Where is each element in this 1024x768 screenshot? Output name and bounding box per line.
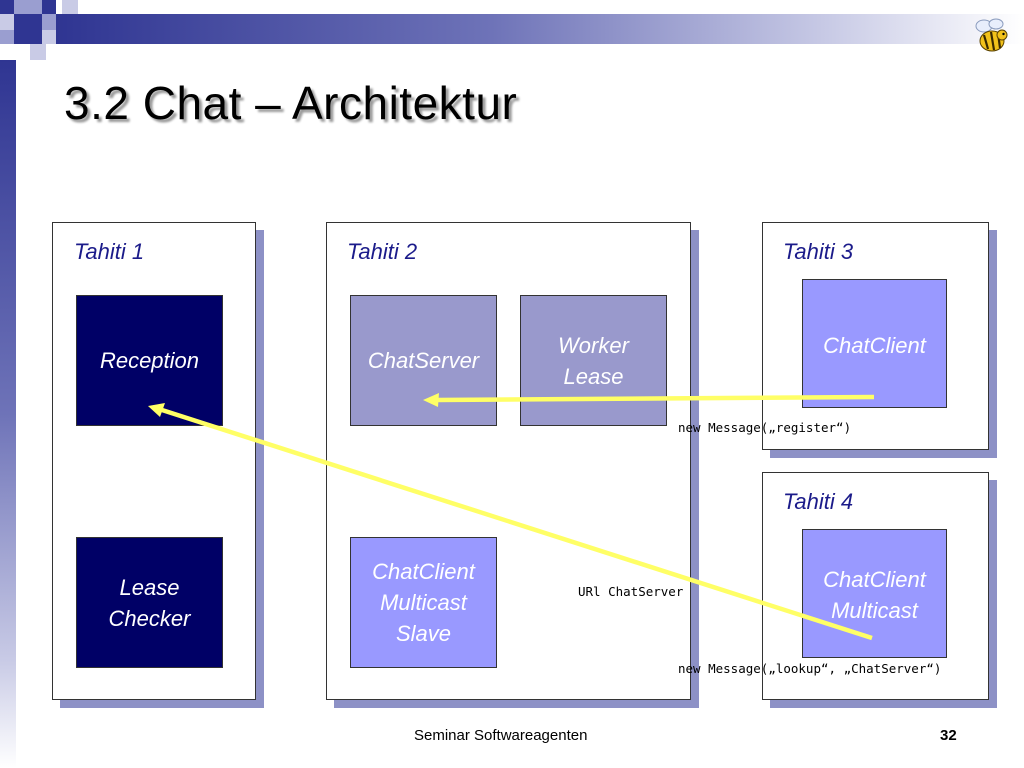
lease-checker-line-2: Checker bbox=[108, 605, 191, 631]
corner-square bbox=[42, 0, 56, 14]
corner-square bbox=[42, 14, 56, 30]
chatclient-multicast-slave-component: ChatClient Multicast Slave bbox=[350, 537, 497, 668]
message-lookup-label: new Message(„lookup“, „ChatServer“) bbox=[678, 661, 942, 676]
chat-server-label: ChatServer bbox=[367, 348, 480, 373]
multicast-slave-line-1: ChatClient bbox=[372, 559, 475, 584]
corner-square bbox=[0, 0, 14, 14]
host-label-tahiti-2: Tahiti 2 bbox=[347, 239, 418, 264]
lease-checker-component: Lease Checker bbox=[76, 537, 223, 668]
chat-client-multicast-line-1: ChatClient bbox=[823, 567, 926, 592]
worker-lease-line-2: Lease bbox=[563, 363, 624, 389]
lookup-arrow bbox=[148, 403, 873, 641]
corner-square bbox=[0, 14, 14, 30]
corner-square bbox=[14, 14, 42, 44]
lease-checker-line-1: Lease bbox=[119, 574, 180, 600]
url-chatserver-label: URl ChatServer bbox=[578, 584, 684, 599]
corner-square bbox=[42, 30, 56, 44]
reception-label: Reception bbox=[99, 348, 200, 373]
reception-component: Reception bbox=[76, 295, 223, 426]
register-arrow bbox=[423, 393, 875, 407]
page-number: 32 bbox=[940, 727, 957, 744]
chat-client-label: ChatClient bbox=[823, 333, 926, 358]
chat-server-component: ChatServer bbox=[350, 295, 497, 426]
corner-square bbox=[30, 44, 46, 60]
message-register-label: new Message(„register“) bbox=[678, 420, 852, 435]
footer-text: Seminar Softwareagenten bbox=[414, 727, 588, 744]
left-gradient-bar bbox=[0, 60, 16, 768]
worker-lease-component: Worker Lease bbox=[520, 295, 667, 426]
chat-client-multicast-line-2: Multicast bbox=[831, 598, 918, 623]
corner-square bbox=[62, 0, 78, 14]
chat-client-component: ChatClient bbox=[802, 279, 947, 408]
multicast-slave-line-2: Multicast bbox=[380, 590, 467, 615]
multicast-slave-line-3: Slave bbox=[395, 621, 452, 646]
host-label-tahiti-4: Tahiti 4 bbox=[783, 489, 854, 514]
bee-icon bbox=[975, 18, 1008, 52]
worker-lease-line-1: Worker bbox=[558, 332, 629, 358]
header-gradient-bar bbox=[56, 14, 1024, 44]
corner-square bbox=[14, 0, 42, 14]
slide-title: 3.2 Chat – Architektur bbox=[64, 77, 518, 129]
corner-square bbox=[0, 30, 14, 44]
host-label-tahiti-1: Tahiti 1 bbox=[74, 239, 145, 264]
chat-client-multicast-component: ChatClient Multicast bbox=[802, 529, 947, 658]
host-label-tahiti-3: Tahiti 3 bbox=[783, 239, 854, 264]
